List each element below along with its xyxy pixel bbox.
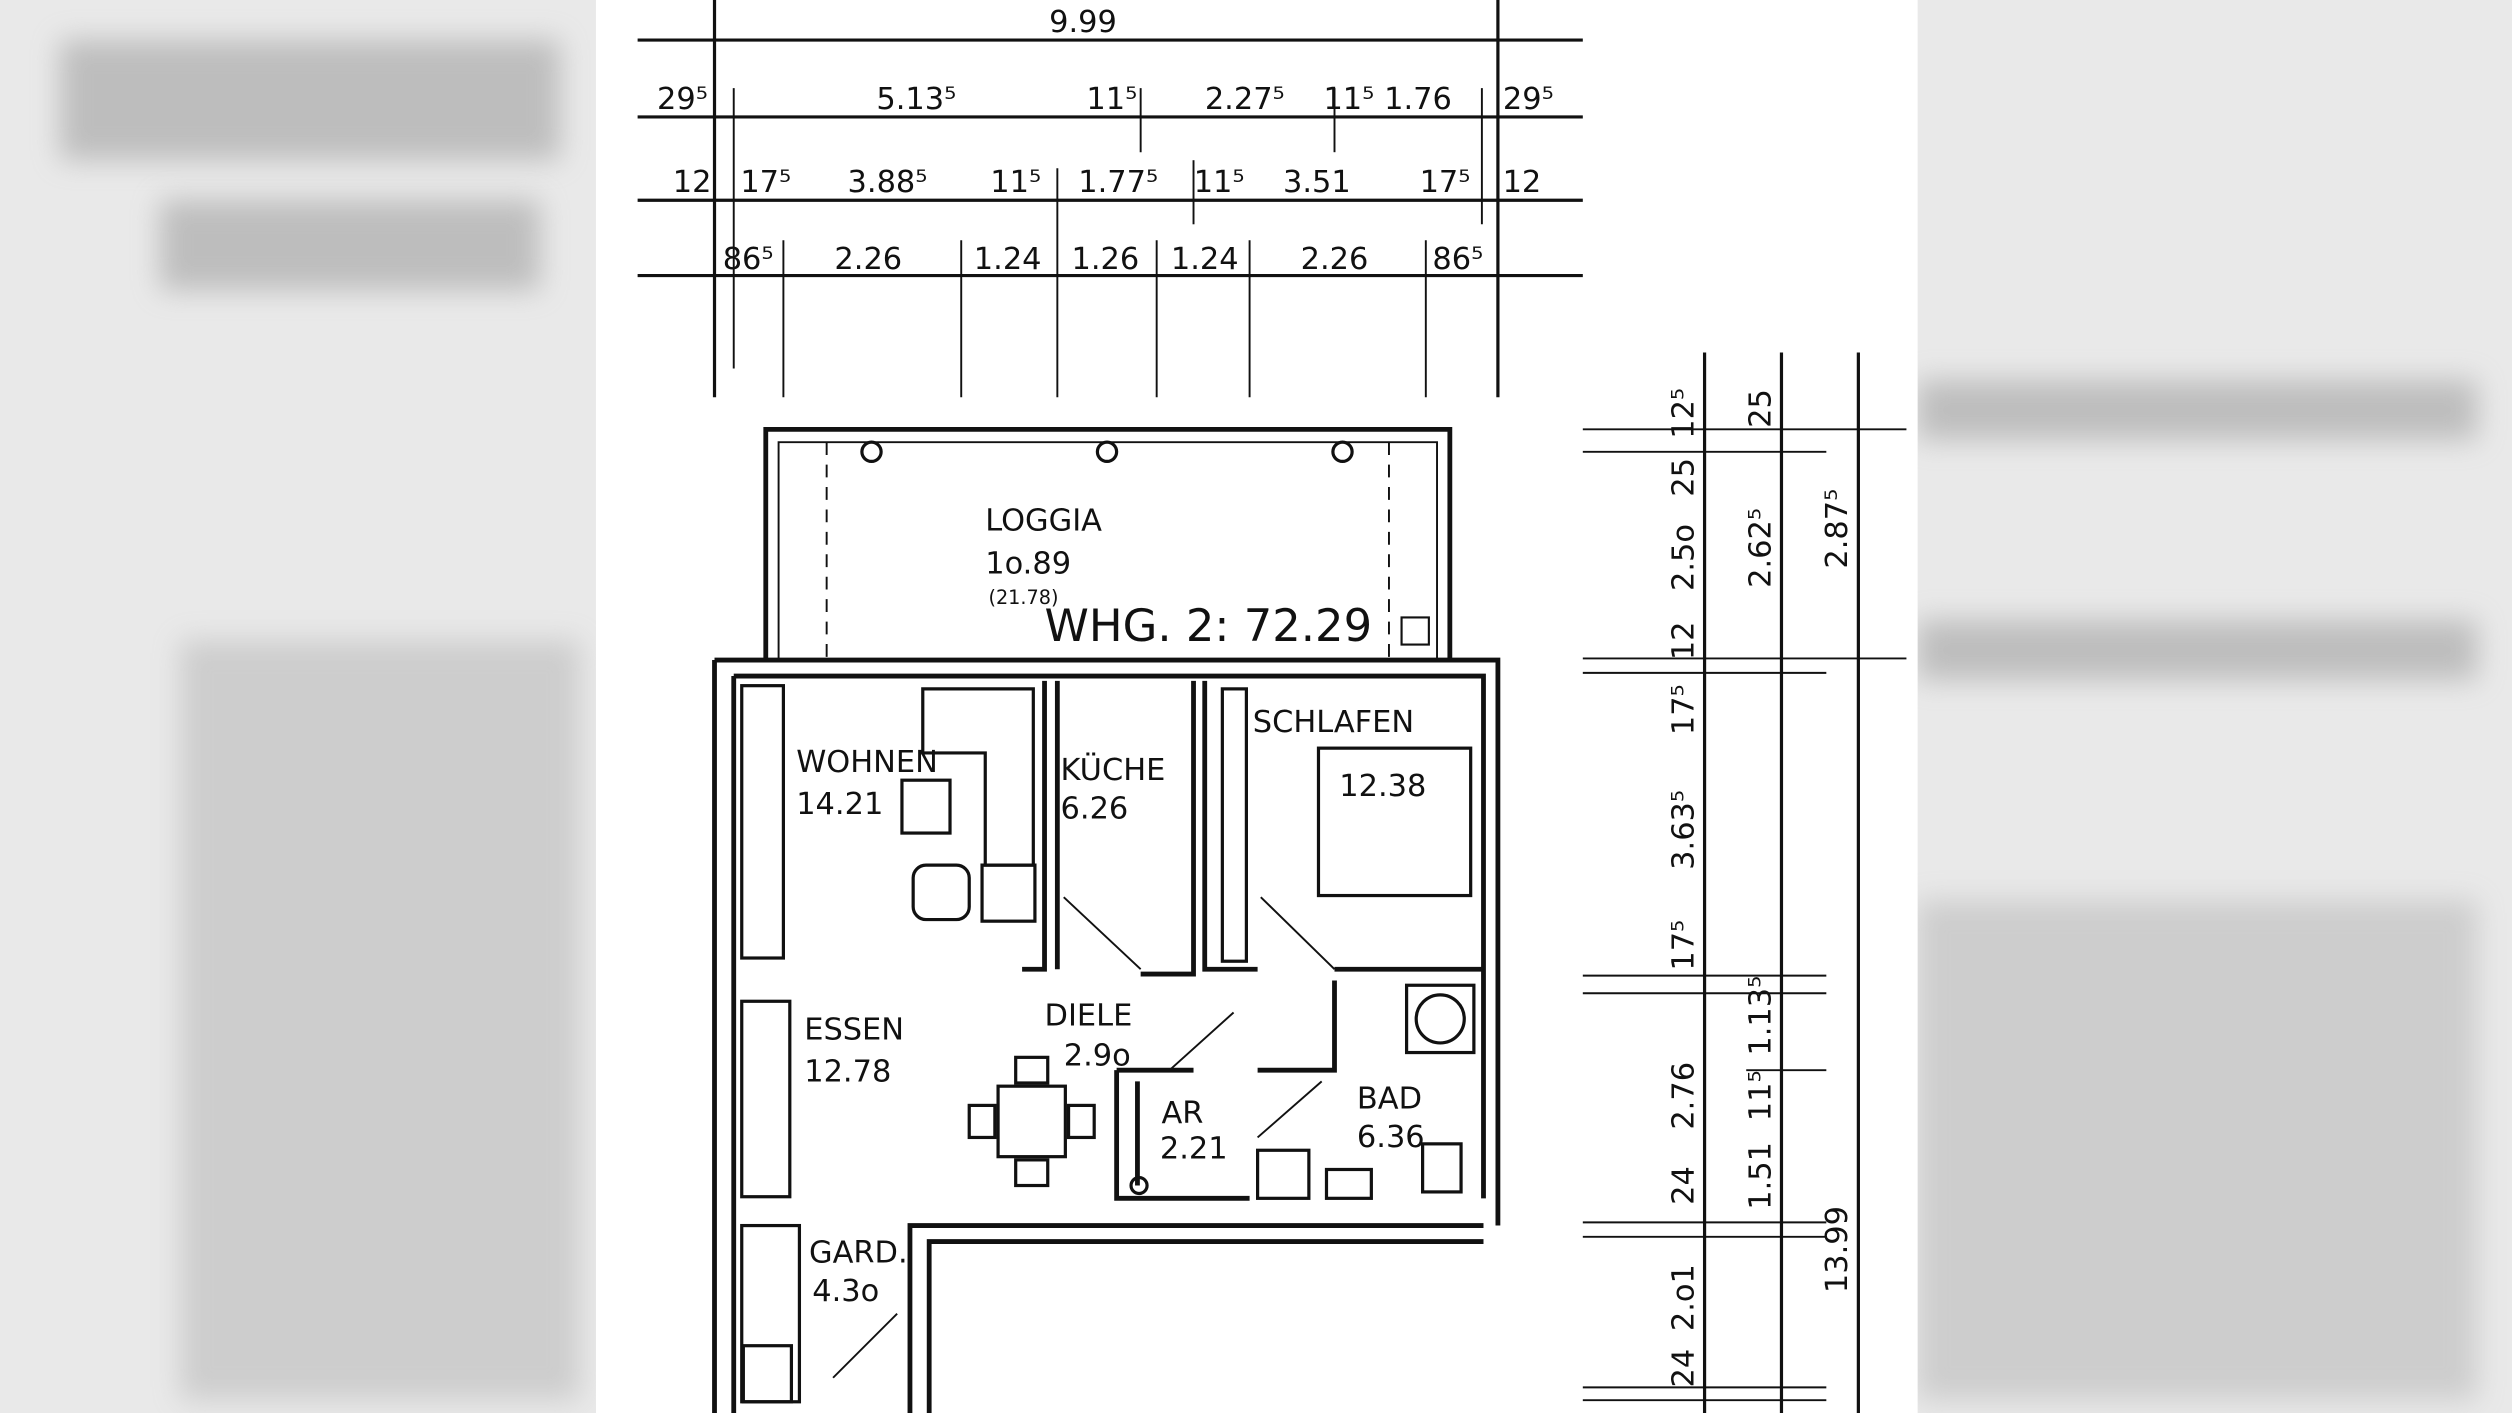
dim-label: 2.5o [1666, 524, 1701, 591]
bed-icon [1316, 746, 1473, 898]
dim-label: 2.26 [1301, 242, 1369, 277]
dining-table-icon [996, 1084, 1067, 1159]
column-icon [1095, 440, 1119, 463]
room-area-essen: 12.78 [804, 1054, 891, 1089]
room-name-kueche: KÜCHE [1061, 751, 1166, 788]
dim-overall-width: 9.99 [1049, 5, 1117, 40]
dim-label: 17⁵ [1420, 165, 1471, 200]
room-area-kueche: 6.26 [1061, 792, 1129, 827]
dim-label: 86⁵ [723, 242, 774, 277]
walls [712, 657, 1501, 1413]
dim-label: 1.24 [974, 242, 1042, 277]
dim-label: 1.51 [1743, 1142, 1778, 1210]
sink-icon [1324, 1167, 1373, 1200]
loggia [763, 426, 1453, 661]
room-name-gard: GARD. [809, 1235, 908, 1270]
dim-label: 17⁵ [1666, 920, 1701, 971]
dim-label: 5.13⁵ [876, 82, 956, 117]
dim-label: 13.99 [1820, 1206, 1855, 1293]
dim-label: 17⁵ [740, 165, 791, 200]
room-area-schlafen: 12.38 [1339, 769, 1426, 804]
dim-label: 2.76 [1666, 1062, 1701, 1130]
room-name-ar: AR [1161, 1096, 1203, 1131]
armchair-icon [980, 863, 1037, 923]
room-name-wohnen: WOHNEN [796, 745, 938, 780]
dim-label: 12 [1503, 165, 1542, 200]
column-icon [860, 440, 883, 463]
dim-label: 2.26 [834, 242, 902, 277]
room-note-loggia: (21.78) [988, 586, 1058, 609]
dim-label: 3.63⁵ [1666, 790, 1701, 870]
furniture [900, 687, 1476, 1200]
top-dimension-chain: 9.99 29⁵ 5.13⁵ 11⁵ 2.27⁵ 11⁵ 1.76 29⁵ 12… [637, 0, 1583, 398]
dim-label: 17⁵ [1666, 684, 1701, 735]
dim-label: 2.62⁵ [1743, 508, 1778, 588]
room-area-loggia: 1o.89 [985, 547, 1071, 582]
room-area-ar: 2.21 [1160, 1131, 1228, 1166]
armchair-icon [911, 863, 971, 922]
table-icon [900, 778, 952, 835]
bathtub-icon [1404, 983, 1476, 1055]
dim-label: 1.77⁵ [1078, 165, 1158, 200]
dim-label: 24 [1666, 1166, 1701, 1205]
dim-label: 29⁵ [657, 82, 708, 117]
room-area-diele: 2.9o [1064, 1038, 1131, 1073]
right-dimension-chain: 12⁵ 25 2.5o 12 17⁵ 3.63⁵ 17⁵ 2.76 24 2.o… [1582, 352, 1907, 1413]
dim-label: 11⁵ [1194, 165, 1245, 200]
dim-label: 1.26 [1072, 242, 1140, 277]
dim-label: 11⁵ [990, 165, 1041, 200]
room-name-essen: ESSEN [804, 1013, 904, 1048]
room-name-schlafen: SCHLAFEN [1253, 705, 1414, 740]
room-name-bad: BAD [1357, 1082, 1422, 1117]
room-area-bad: 6.36 [1357, 1120, 1425, 1155]
blurred-background-left [0, 0, 596, 1413]
dim-label: 86⁵ [1432, 242, 1483, 277]
dim-label: 29⁵ [1503, 82, 1554, 117]
dim-label: 3.88⁵ [848, 165, 928, 200]
dim-label: 25 [1666, 458, 1701, 497]
column-icon [1331, 440, 1354, 463]
room-name-loggia: LOGGIA [985, 503, 1102, 538]
dim-label: 25 [1743, 389, 1778, 428]
dim-label: 1.76 [1384, 82, 1452, 117]
dim-label: 2.27⁵ [1205, 82, 1285, 117]
dim-label: 11⁵ [1743, 1070, 1778, 1121]
dim-label: 12⁵ [1666, 388, 1701, 439]
dim-label: 1.24 [1171, 242, 1239, 277]
unit-area-label: WHG. 2: 72.29 [1045, 599, 1373, 652]
room-area-wohnen: 14.21 [796, 787, 883, 822]
dim-label: 11⁵ [1323, 82, 1374, 117]
dim-label: 11⁵ [1086, 82, 1137, 117]
room-area-gard: 4.3o [812, 1274, 879, 1309]
room-name-diele: DIELE [1045, 998, 1133, 1033]
dim-label: 2.o1 [1666, 1264, 1701, 1331]
unit-marker-icon: □ [1397, 606, 1433, 651]
dim-label: 12 [673, 165, 712, 200]
toilet-icon [1255, 1148, 1311, 1200]
dim-label: 24 [1666, 1349, 1701, 1388]
blurred-background-right [1917, 0, 2512, 1413]
dim-label: 3.51 [1283, 165, 1351, 200]
dim-label: 12 [1666, 621, 1701, 660]
dim-label: 2.87⁵ [1820, 489, 1855, 569]
dim-label: 1.13⁵ [1743, 976, 1778, 1056]
